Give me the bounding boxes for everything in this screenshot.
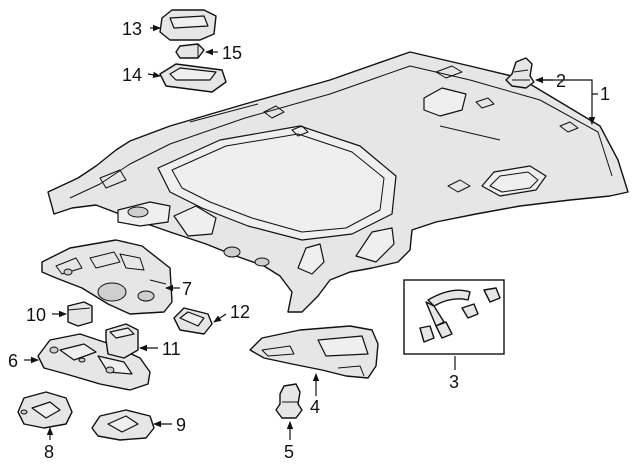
visor-clip-part-5: [275, 383, 303, 419]
bulb-part-15: [175, 43, 205, 59]
overhead-console-part-6: [37, 333, 151, 391]
callout-1: 1: [600, 84, 610, 104]
callout-3: 3: [449, 372, 459, 392]
callout-12: 12: [230, 302, 250, 322]
callout-leaders: [24, 24, 598, 440]
callout-2: 2: [556, 71, 566, 91]
callout-7: 7: [182, 279, 192, 299]
callout-14: 14: [122, 65, 142, 85]
module-part-11: [105, 323, 139, 359]
headliner-panel: [47, 51, 629, 313]
callout-9: 9: [176, 415, 186, 435]
switch-part-10: [67, 301, 93, 327]
bezel-part-12: [173, 307, 213, 335]
callout-13: 13: [122, 19, 142, 39]
map-lamp-part-8: [17, 391, 73, 429]
callout-5: 5: [284, 442, 294, 462]
sunvisor-part-4: [249, 325, 379, 379]
lamp-housing-part-13: [159, 9, 217, 41]
retainer-clip-part-2: [505, 57, 535, 89]
callout-15: 15: [222, 43, 242, 63]
callout-8: 8: [44, 442, 54, 462]
courtesy-lamp-part-9: [91, 409, 155, 441]
callout-numbers: 1 2 3 4 5 6 7 8 9 10 11 12 13 14 15: [8, 19, 610, 462]
callout-6: 6: [8, 351, 18, 371]
callout-4: 4: [310, 397, 320, 417]
grab-handle-kit-part-3: [403, 279, 505, 355]
lens-part-14: [159, 63, 227, 93]
console-bracket-part-7: [41, 239, 173, 315]
callout-11: 11: [162, 339, 181, 359]
callout-10: 10: [26, 305, 46, 325]
